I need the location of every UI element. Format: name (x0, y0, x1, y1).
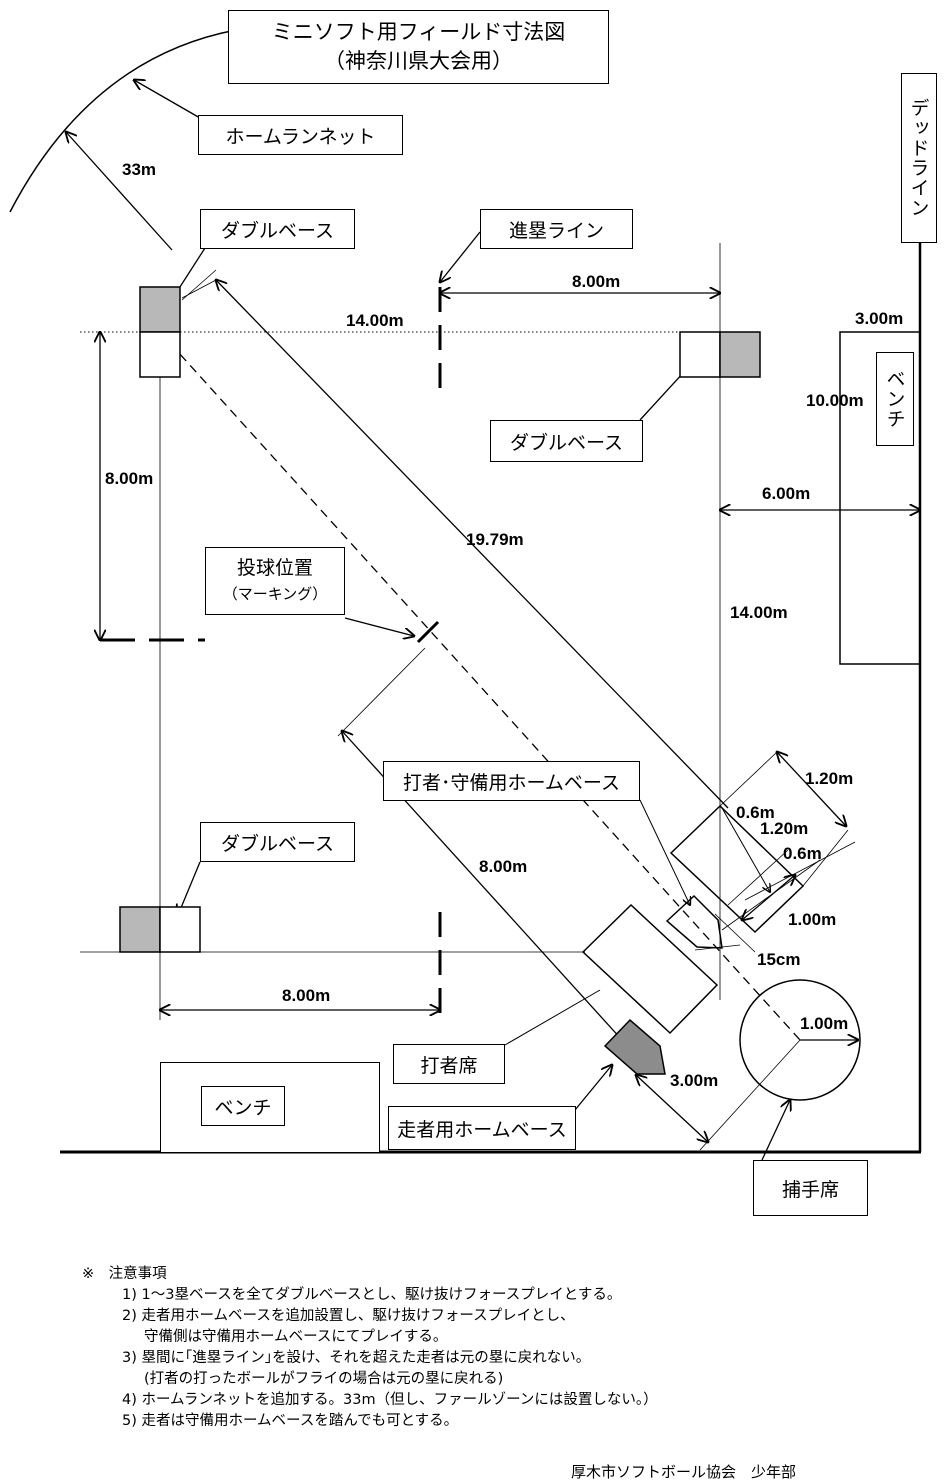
catcher-circle (739, 979, 861, 1101)
dim-catcher-radius: 1.00m (800, 1014, 849, 1033)
dim-ext-a (719, 751, 778, 807)
dim-100-arrow (742, 875, 795, 920)
batter-home-pointer (639, 799, 690, 905)
home-gap-pointer (714, 913, 756, 953)
note-4: 4) ホームランネットを追加する。33m（但し、ファールゾーンには設置しない。） (122, 1392, 658, 1408)
diagonal-ext2 (181, 279, 217, 299)
pitch-label-pointer (344, 617, 414, 636)
dim-advance-bottom: 8.00m (282, 986, 331, 1005)
dim-home-gap: 15cm (757, 950, 801, 969)
dim-diagonal: 19.79m (466, 530, 524, 549)
second-base-white (679, 331, 721, 378)
advance-label-pointer (440, 231, 481, 282)
batter-defense-home-label: 打者･守備用ホームベース (383, 761, 640, 801)
pitch-position-text: 投球位置 (236, 557, 313, 579)
runner-home-base (603, 1018, 666, 1075)
dim-120-a (777, 752, 846, 826)
notes-section: ※ 注意事項 1) 1～3塁ベースを全てダブルベースとし、駆け抜けフォースプレイ… (82, 1264, 658, 1432)
dim-advance-top: 8.00m (572, 272, 621, 291)
dim-bench-offset: 3.00m (855, 309, 904, 328)
net-label-pointer (134, 80, 201, 119)
net-radius-arrow (66, 132, 173, 251)
third-base-white (139, 331, 181, 378)
pitch-marking-text: （マーキング） (222, 585, 328, 603)
note-3a: 3) 塁間に｢進塁ライン｣を設け、それを超えた走者は元の塁に戻れない。 (122, 1350, 591, 1366)
double-base-right-label: ダブルベース (490, 420, 643, 462)
runner-3m-arrow (636, 1075, 708, 1142)
home-gap-pointer-2 (694, 944, 741, 951)
dim-gap-a: 0.6m (736, 803, 775, 822)
title-box: ミニソフト用フィールド寸法図 （神奈川県大会用） (228, 10, 609, 84)
dim-right-side: 14.00m (730, 603, 788, 622)
bench-bottom-rect: ベンチ (160, 1062, 380, 1152)
batter-box-pointer (504, 989, 601, 1046)
bench-right-label: ベンチ (876, 352, 914, 446)
note-2b: 守備側は守備用ホームベースにてプレイする。 (144, 1329, 448, 1345)
pitch-ext (337, 647, 426, 737)
third-base-gray (139, 286, 181, 333)
catcher-label-pointer (761, 1100, 790, 1161)
catcher-box-label: 捕手席 (753, 1160, 868, 1216)
homerun-net-arc (9, 29, 237, 213)
runner-home-label: 走者用ホームベース (388, 1106, 576, 1150)
notes-heading: ※ 注意事項 (82, 1266, 167, 1282)
dim-base-distance: 14.00m (346, 311, 404, 330)
runner-3m-ext (699, 1039, 801, 1151)
runner-home-pointer (574, 1065, 612, 1111)
double-base-bl-pointer (178, 861, 201, 915)
batter-box (581, 903, 719, 1035)
dim-pitch-left: 8.00m (105, 469, 154, 488)
second-base-gray (719, 331, 761, 378)
dim-box-width-b: 1.20m (760, 819, 809, 838)
first-base-gray (119, 906, 161, 953)
defense-home-base (665, 894, 723, 949)
dim-box-width: 1.20m (805, 769, 854, 788)
bench-right-rect (839, 331, 921, 665)
dim-gap-b: 0.6m (783, 844, 822, 863)
double-base-bottom-left-label: ダブルベース (200, 822, 355, 862)
footer-credit: 厚木市ソフトボール協会 少年部 (571, 1463, 797, 1481)
pitch-marking-tick (416, 620, 440, 644)
batter-box-label: 打者席 (393, 1044, 505, 1084)
first-base-white (159, 906, 201, 953)
center-dashed-line (159, 331, 801, 1041)
diagonal-1979-line (216, 280, 729, 809)
dead-line-label: デッドライン (901, 73, 937, 243)
pitch-position-label: 投球位置 （マーキング） (205, 547, 345, 615)
note-2a: 2) 走者用ホームベースを追加設置し、駆け抜けフォースプレイとし、 (122, 1308, 575, 1324)
note-1: 1) 1～3塁ベースを全てダブルベースとし、駆け抜けフォースプレイとする。 (122, 1287, 622, 1303)
dim-net-radius: 33m (122, 160, 157, 179)
advance-line-label: 進塁ライン (480, 209, 633, 249)
dim-bench-length: 10.00m (806, 391, 864, 410)
title-line1: ミニソフト用フィールド寸法図 (271, 20, 566, 44)
title-line2: （神奈川県大会用） (324, 49, 513, 73)
note-3b: (打者の打ったボールがフライの場合は元の塁に戻れる) (144, 1371, 504, 1387)
note-5: 5) 走者は守備用ホームベースを踏んでも可とする。 (122, 1413, 459, 1429)
dim-tick-1 (727, 849, 789, 906)
diag-to-box-a (721, 807, 770, 892)
dim-runner-offset: 3.00m (670, 1071, 719, 1090)
dim-pitch-diag: 8.00m (479, 857, 528, 876)
homerun-net-label: ホームランネット (198, 115, 403, 155)
dim-bench-line: 6.00m (762, 484, 811, 503)
dim-box-length: 1.00m (788, 910, 837, 929)
bench-bottom-label: ベンチ (201, 1086, 285, 1126)
double-base-top-left-label: ダブルベース (200, 209, 355, 249)
